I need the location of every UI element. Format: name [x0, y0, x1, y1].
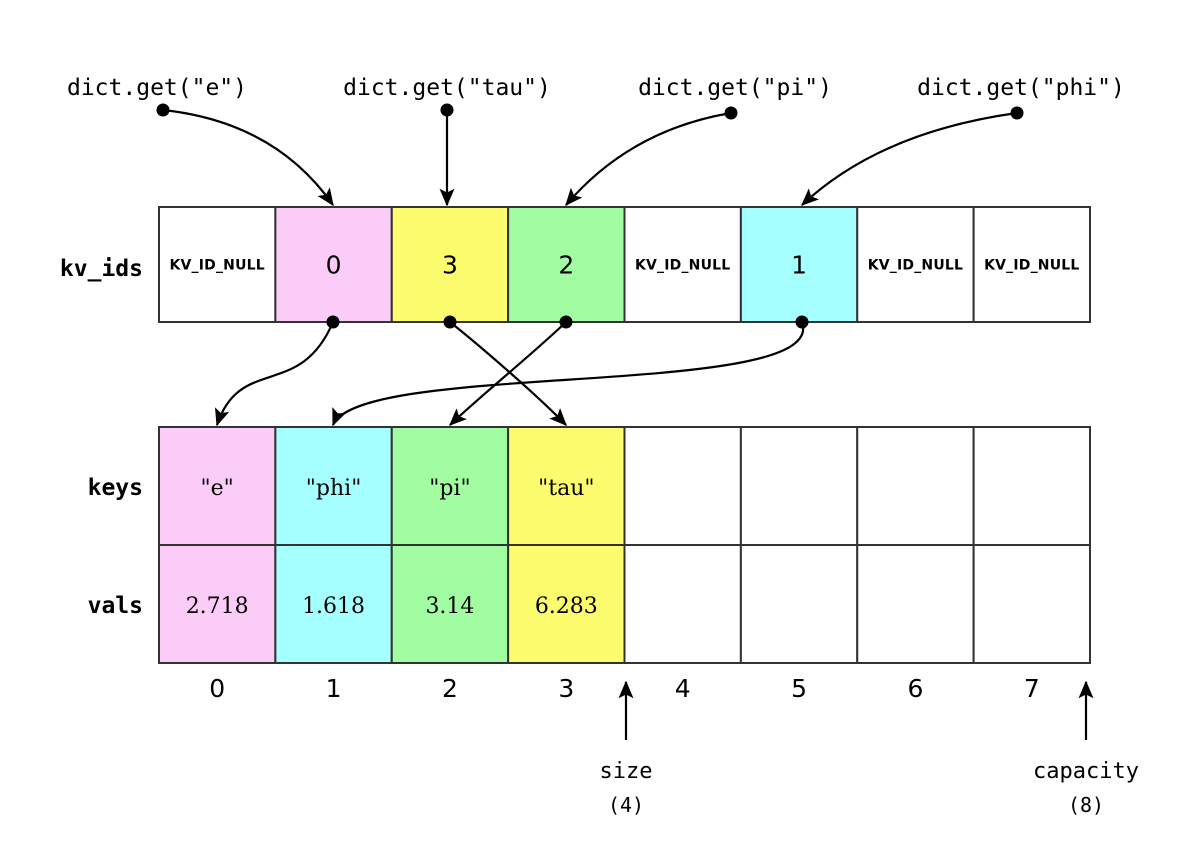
- vals-cell-2[interactable]: [390, 544, 510, 664]
- marker-label-size-marker: size: [600, 759, 653, 784]
- pointer-arrow-ptr-slot2-to-key3: [449, 321, 567, 426]
- kv-ids-value-4: KV_ID_NULL: [635, 258, 730, 274]
- vals-cell-5[interactable]: [739, 544, 859, 664]
- kv-ids-value-0: KV_ID_NULL: [169, 258, 264, 274]
- vals-cell-1[interactable]: [274, 544, 393, 664]
- kv-ids-cell-6[interactable]: [856, 206, 975, 323]
- row-label-keys: keys: [88, 475, 143, 501]
- vals-cell-7[interactable]: [972, 544, 1091, 664]
- call-arrow-call-pi: [565, 111, 732, 207]
- kv-ids-value-6: KV_ID_NULL: [868, 258, 963, 274]
- pointer-arrow-ptr-slot5-to-key1: [331, 321, 805, 427]
- pointer-arrow-ptr-slot1-to-key0: [214, 321, 335, 427]
- call-arrow-call-e: [162, 108, 334, 207]
- vals-row: 2.718 1.618 3.14 6.283: [158, 544, 1091, 664]
- call-labels-group: dict.get("e") dict.get("tau") dict.get("pi…: [67, 75, 1125, 101]
- footer-markers-group: size (4) capacity (8): [600, 680, 1139, 817]
- keys-value-3: "tau": [538, 476, 594, 501]
- index-label-1: 1: [326, 674, 342, 703]
- kv-ids-value-5: 1: [791, 251, 807, 280]
- call-label-call-tau: dict.get("tau"): [343, 75, 551, 101]
- kv-ids-value-7: KV_ID_NULL: [984, 258, 1079, 274]
- vals-value-3: 6.283: [535, 594, 598, 619]
- keys-row: "e" "phi" "pi" "tau": [158, 426, 1091, 546]
- kv-ids-row: KV_ID_NULL 0 3 2 KV_ID_NULL 1 KV_ID_NULL KV_ID_…: [158, 206, 1091, 323]
- keys-cell-5[interactable]: [739, 426, 859, 546]
- index-axis-row: 0 1 2 3 4 5 6 7: [209, 674, 1040, 703]
- vals-value-0: 2.718: [186, 594, 249, 619]
- keys-cell-0[interactable]: [158, 426, 277, 546]
- call-label-call-phi: dict.get("phi"): [917, 75, 1125, 101]
- keys-cell-7[interactable]: [972, 426, 1091, 546]
- vals-cell-6[interactable]: [856, 544, 975, 664]
- index-label-6: 6: [907, 674, 923, 703]
- keys-value-0: "e": [201, 476, 234, 501]
- kv-ids-value-3: 2: [558, 251, 574, 280]
- keys-cell-4[interactable]: [623, 426, 742, 546]
- keys-cell-6[interactable]: [856, 426, 975, 546]
- kv-ids-value-1: 0: [326, 251, 342, 280]
- marker-label-capacity-marker: capacity: [1033, 759, 1139, 784]
- kv-ids-cell-7[interactable]: [972, 206, 1091, 323]
- index-label-3: 3: [558, 674, 574, 703]
- marker-sub-size-marker: (4): [608, 793, 644, 817]
- vals-value-2: 3.14: [425, 594, 474, 619]
- keys-value-1: "phi": [306, 476, 362, 501]
- index-label-7: 7: [1024, 674, 1040, 703]
- vals-value-1: 1.618: [302, 594, 365, 619]
- kv-ids-cell-1[interactable]: [274, 206, 393, 323]
- call-label-call-pi: dict.get("pi"): [638, 75, 832, 101]
- vals-cell-3[interactable]: [507, 544, 626, 664]
- kv-ids-cell-3[interactable]: [507, 206, 626, 323]
- slot-to-entry-arrows-group: [214, 315, 809, 427]
- keys-cell-1[interactable]: [274, 426, 393, 546]
- index-label-2: 2: [442, 674, 458, 703]
- call-label-call-e: dict.get("e"): [67, 75, 247, 101]
- index-label-5: 5: [791, 674, 807, 703]
- call-link-arrows-group: [156, 103, 1024, 207]
- kv-ids-cell-2[interactable]: [390, 206, 510, 323]
- index-label-4: 4: [675, 674, 691, 703]
- keys-value-2: "pi": [429, 476, 470, 501]
- call-arrow-call-phi: [801, 111, 1018, 206]
- marker-sub-capacity-marker: (8): [1068, 793, 1104, 817]
- index-label-0: 0: [209, 674, 225, 703]
- row-label-kv-ids: kv_ids: [60, 256, 143, 282]
- row-label-vals: vals: [88, 593, 143, 619]
- keys-cell-2[interactable]: [390, 426, 510, 546]
- pointer-arrow-ptr-slot3-to-key2: [449, 321, 567, 426]
- kv-ids-value-2: 3: [442, 251, 458, 280]
- vals-cell-4[interactable]: [623, 544, 742, 664]
- kv-ids-cell-4[interactable]: [623, 206, 742, 323]
- vals-cell-0[interactable]: [158, 544, 277, 664]
